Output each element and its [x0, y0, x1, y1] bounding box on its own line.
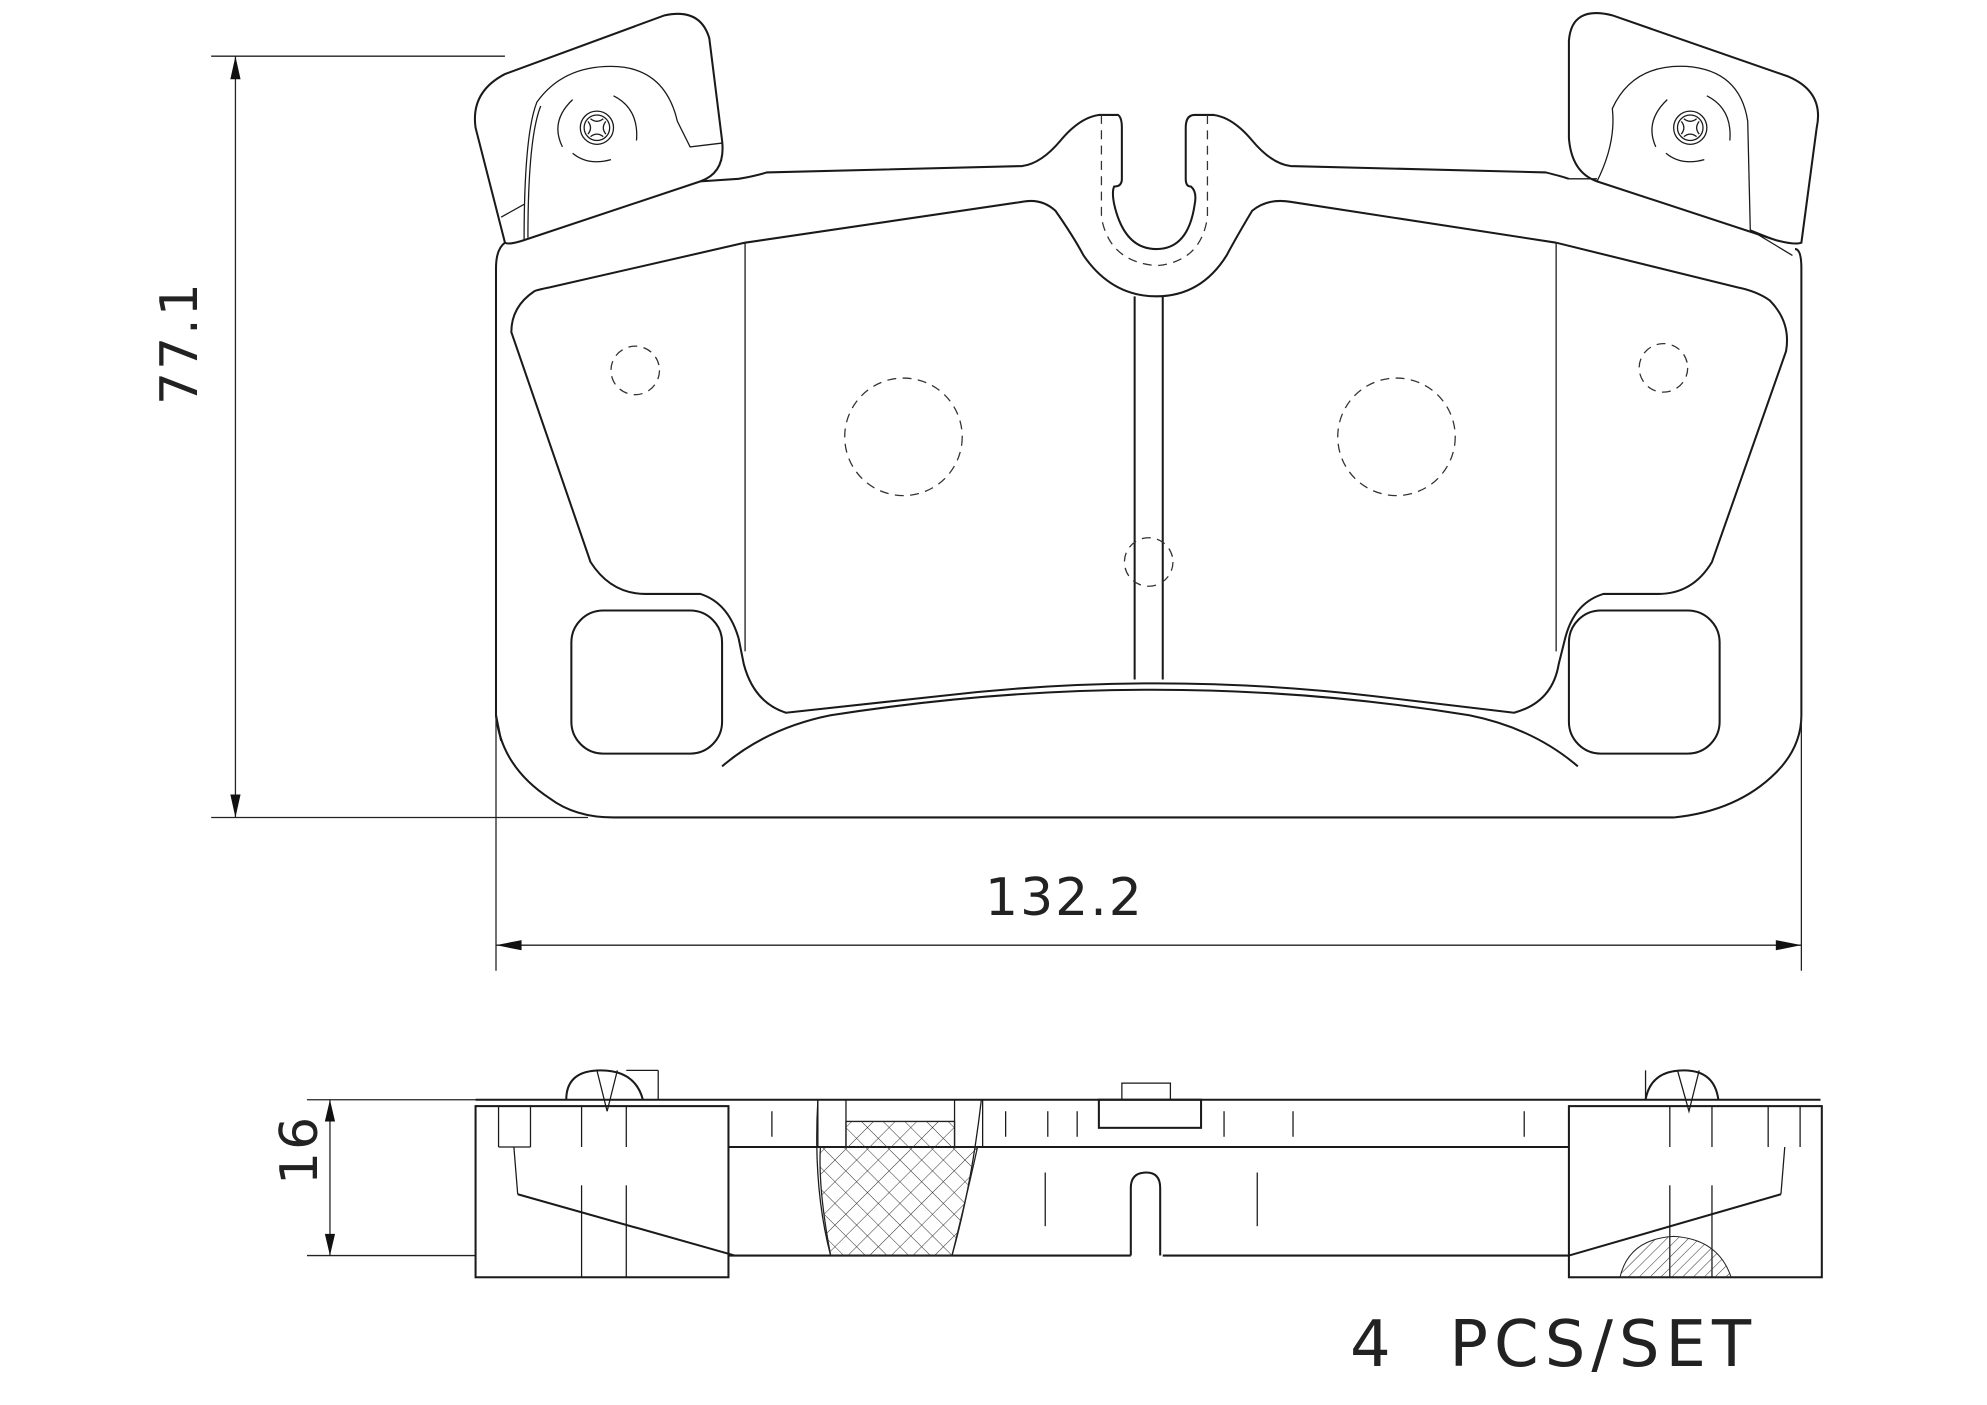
pad-side-view	[306, 1069, 1823, 1279]
pad-top-view	[473, 12, 1819, 819]
dimension-width	[495, 715, 1803, 971]
dimension-height	[211, 55, 588, 819]
dimension-height-label: 77.1	[150, 281, 210, 405]
dimension-width-label: 132.2	[985, 868, 1144, 928]
dimension-thickness-label: 16	[270, 1114, 330, 1185]
quantity-note: 4 PCS/SET	[1350, 1308, 1758, 1382]
